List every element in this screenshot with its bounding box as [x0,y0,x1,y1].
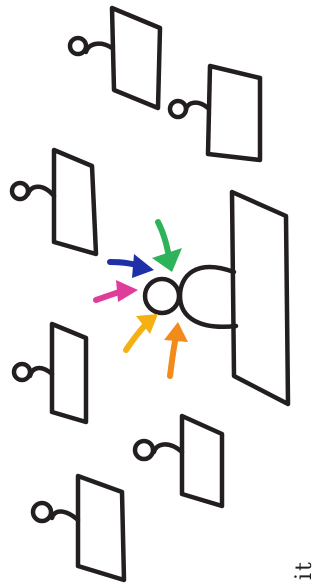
student-desk-left-2 [14,324,86,422]
edge-lettering: it [292,430,320,580]
teacher-desk [232,192,288,404]
student-desk-left-1 [12,150,96,254]
student-desk-bottom-left [33,476,124,580]
student-desk-bottom-right [135,416,222,506]
teacher-figure [145,267,236,327]
orange-arrow-icon [164,322,188,376]
green-arrow-icon [152,222,182,272]
student-desk-top-1 [70,8,160,108]
blue-arrow-icon [110,254,154,278]
magenta-arrow-icon [96,280,138,302]
student-desk-top-2 [170,66,260,160]
yellow-arrow-icon [126,314,158,350]
